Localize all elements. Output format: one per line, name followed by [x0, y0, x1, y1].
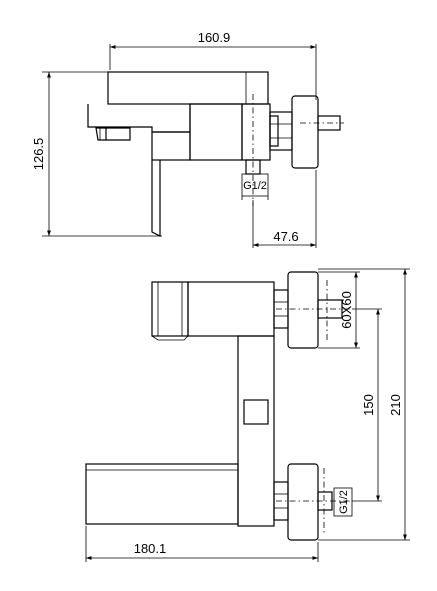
front-lower-inlet — [273, 463, 352, 541]
front-thread-callout: G1/2 — [333, 487, 353, 517]
dim-label-front-width: 180.1 — [134, 541, 167, 556]
front-top-body — [187, 281, 275, 337]
thread-label-side: G1/2 — [243, 180, 267, 192]
side-thread-callout: G1/2 — [241, 173, 269, 200]
dimension-side-width: 160.9 — [109, 30, 317, 100]
side-view: 160.9 126.5 — [31, 30, 344, 248]
front-upper-inlet — [273, 271, 352, 349]
side-body — [87, 71, 344, 237]
dimension-side-height: 126.5 — [31, 71, 162, 237]
front-lever — [151, 281, 189, 341]
dimension-front-spacing: 150 — [352, 308, 382, 502]
dim-label-front-height: 210 — [388, 394, 403, 416]
dimension-front-width: 180.1 — [85, 526, 319, 562]
dimension-front-nut: 60X60 — [318, 271, 360, 349]
dim-label-front-nut: 60X60 — [339, 291, 354, 329]
dim-label-side-height: 126.5 — [31, 138, 46, 171]
dim-label-front-spacing: 150 — [361, 394, 376, 416]
dimension-front-height: 210 — [318, 268, 410, 541]
front-vertical-body — [237, 335, 275, 527]
front-view: 60X60 150 210 G1/2 180.1 — [85, 268, 410, 562]
thread-label-front: G1/2 — [338, 490, 350, 514]
dimension-side-offset: 47.6 — [252, 170, 317, 248]
dim-label-side-width: 160.9 — [198, 30, 231, 45]
dim-label-side-offset: 47.6 — [273, 229, 298, 244]
front-spout — [85, 463, 239, 525]
